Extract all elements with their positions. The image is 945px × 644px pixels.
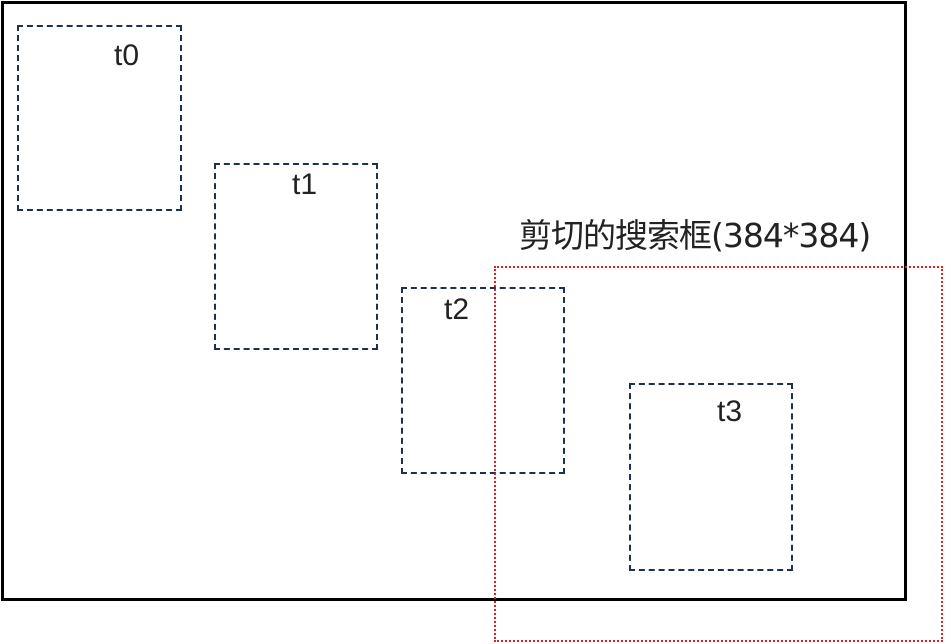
crop-search-box — [494, 266, 943, 642]
track-label-t0: t0 — [114, 39, 140, 72]
track-box-t0 — [17, 25, 182, 211]
track-label-t1: t1 — [292, 168, 318, 201]
track-label-t3: t3 — [717, 395, 743, 428]
track-box-t1 — [214, 163, 378, 350]
image-frame — [1, 1, 907, 601]
track-label-t2: t2 — [444, 293, 470, 326]
track-box-t3 — [629, 383, 793, 571]
track-box-t2 — [401, 287, 565, 474]
crop-search-box-label: 剪切的搜索框(384*384) — [519, 216, 871, 255]
